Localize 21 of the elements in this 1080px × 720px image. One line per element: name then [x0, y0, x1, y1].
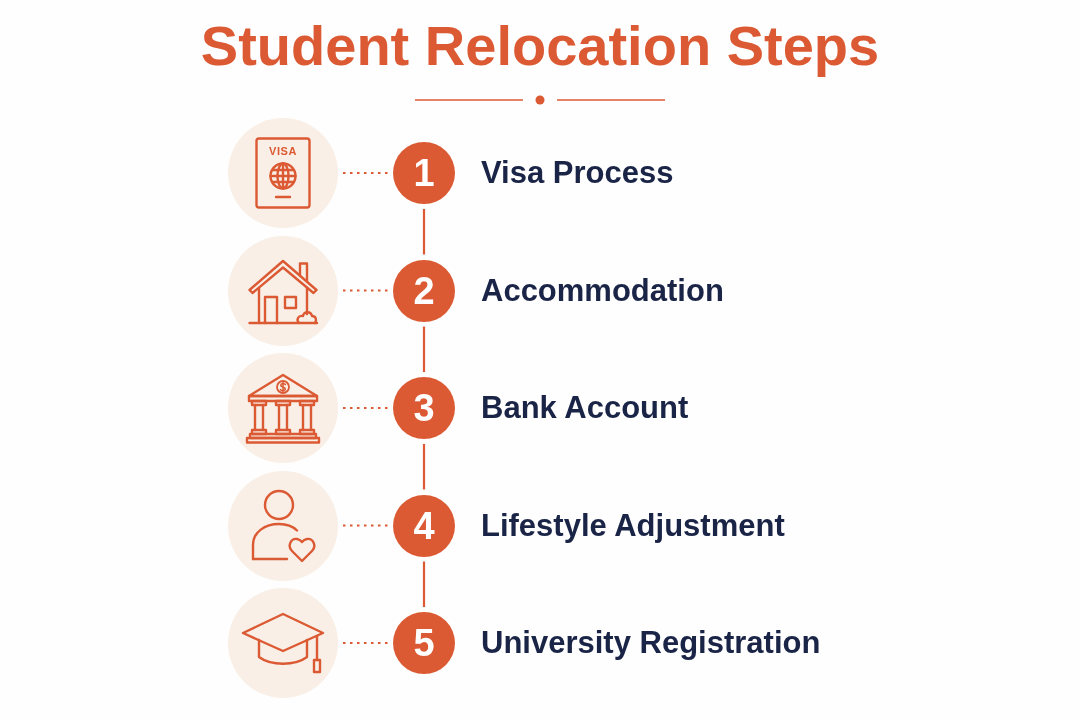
step-number-circle: 1	[393, 142, 455, 204]
step-label: Accommodation	[481, 271, 724, 310]
connector-line	[422, 444, 426, 490]
step-number-circle: 2	[393, 259, 455, 322]
step-number-circle: 5	[393, 612, 455, 674]
connector-line	[422, 561, 426, 607]
step-number-circle: 3	[393, 377, 455, 439]
passport-label: VISA	[268, 145, 298, 157]
diagram-title: Student Relocation Steps	[200, 14, 880, 78]
dotted-connector	[343, 524, 388, 527]
step-label: Lifestyle Adjustment	[481, 506, 785, 545]
dotted-connector	[343, 289, 388, 292]
step-number-circle: 4	[393, 494, 455, 557]
dotted-connector	[343, 406, 388, 410]
dotted-connector	[343, 171, 388, 175]
step-label: Bank Account	[481, 389, 689, 427]
step-label: University Registration	[481, 624, 821, 662]
connector-line	[422, 326, 426, 372]
step-label: Visa Process	[481, 154, 674, 192]
connector-line	[422, 209, 426, 255]
dotted-connector	[343, 641, 388, 645]
